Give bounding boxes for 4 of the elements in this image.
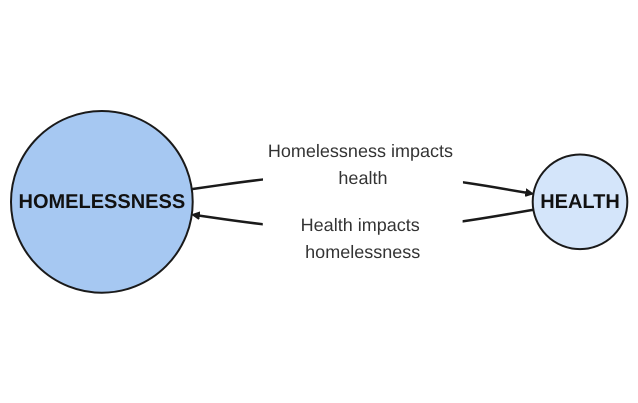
edge-label: Health impacts homelessness [300, 214, 420, 262]
node-circle: HOMELESSNESS [10, 110, 194, 294]
edge-label: Homelessness impacts health [268, 140, 453, 188]
node-circle: HEALTH [532, 153, 628, 250]
